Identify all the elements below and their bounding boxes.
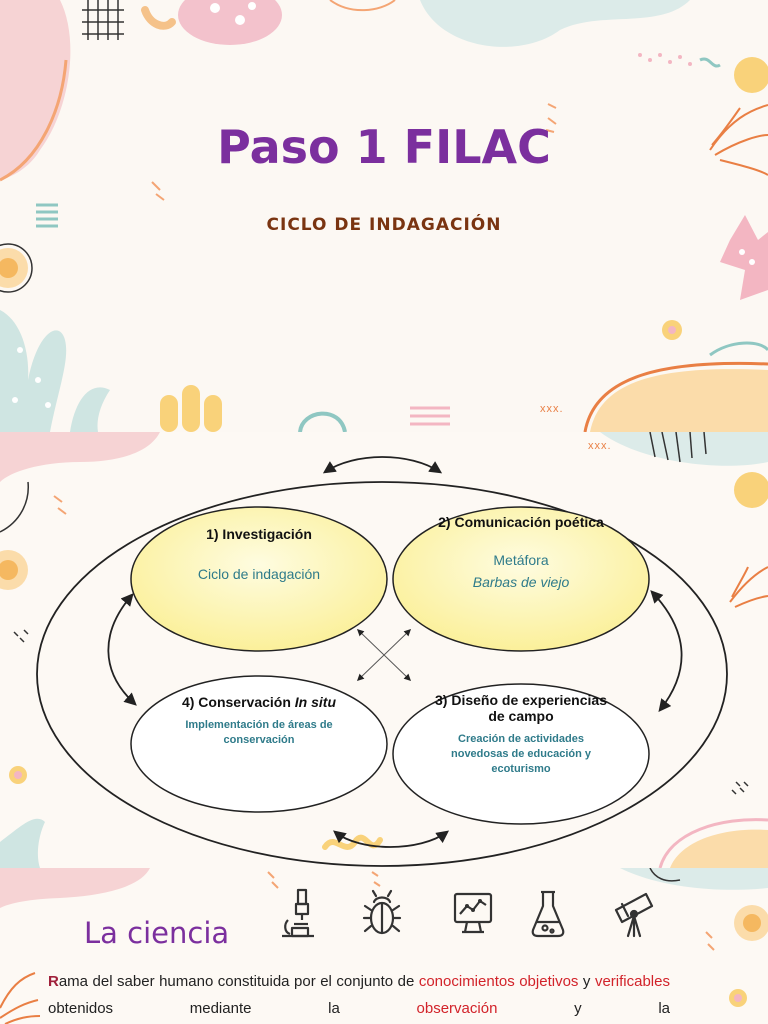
diseno-title: 3) Diseño de experiencias de campo [435,692,607,724]
page-title: Paso 1 FILAC [217,120,551,174]
comunicacion-line1: Metáfora [493,552,549,568]
deco-text: xxx. [540,403,564,415]
microscope-icon [282,888,314,938]
node-conservacion [130,675,388,813]
bug-icon [362,889,402,935]
arrow-cross-2 [356,629,412,681]
arrow-top [322,456,443,474]
investigacion-box: 1) Investigación Ciclo de indagación [150,526,368,582]
slide-ciencia: La ciencia [0,868,768,1024]
arrow-bottom [333,830,450,848]
diseno-text: Creación de actividades novedosas de edu… [451,733,591,775]
outer-ellipse [36,481,728,867]
decorative-background [0,868,768,1024]
monitor-chart-icon [453,892,493,934]
investigacion-title: 1) Investigación [206,526,312,542]
section-title: La ciencia [84,916,230,950]
node-comunicacion [392,506,650,652]
node-investigacion [130,506,388,652]
investigacion-text: Ciclo de indagación [197,566,321,582]
ciencia-paragraph: Rama del saber humano constituida por el… [48,973,670,1017]
conservacion-box: 4) Conservación In situ Implementación d… [150,694,368,748]
comunicacion-line2: Barbas de viejo [472,574,570,590]
slide-title: xxx. Paso 1 FILAC CICLO DE INDAGACIÓN [0,0,768,432]
conservacion-text: Implementación de áreas de conservación [185,719,333,746]
decorative-background [0,432,768,868]
node-diseno [392,683,650,825]
page-subtitle: CICLO DE INDAGACIÓN [266,215,502,235]
arrow-left [107,593,137,706]
comunicacion-title: 2) Comunicación poética [438,514,604,530]
slide-cycle-diagram: xxx. 1) Investigación Ciclo de indagació… [0,432,768,868]
arrow-right [650,590,683,712]
cycle-diagram [36,456,728,867]
flask-icon [531,890,565,938]
conservacion-title: 4) Conservación In situ [181,694,337,710]
telescope-icon [614,892,654,938]
diseno-box: 3) Diseño de experiencias de campo Creac… [412,692,630,777]
decorative-background [0,0,768,432]
deco-text: xxx. [588,440,612,452]
comunicacion-box: 2) Comunicación poética Metáfora Barbas … [412,514,630,590]
